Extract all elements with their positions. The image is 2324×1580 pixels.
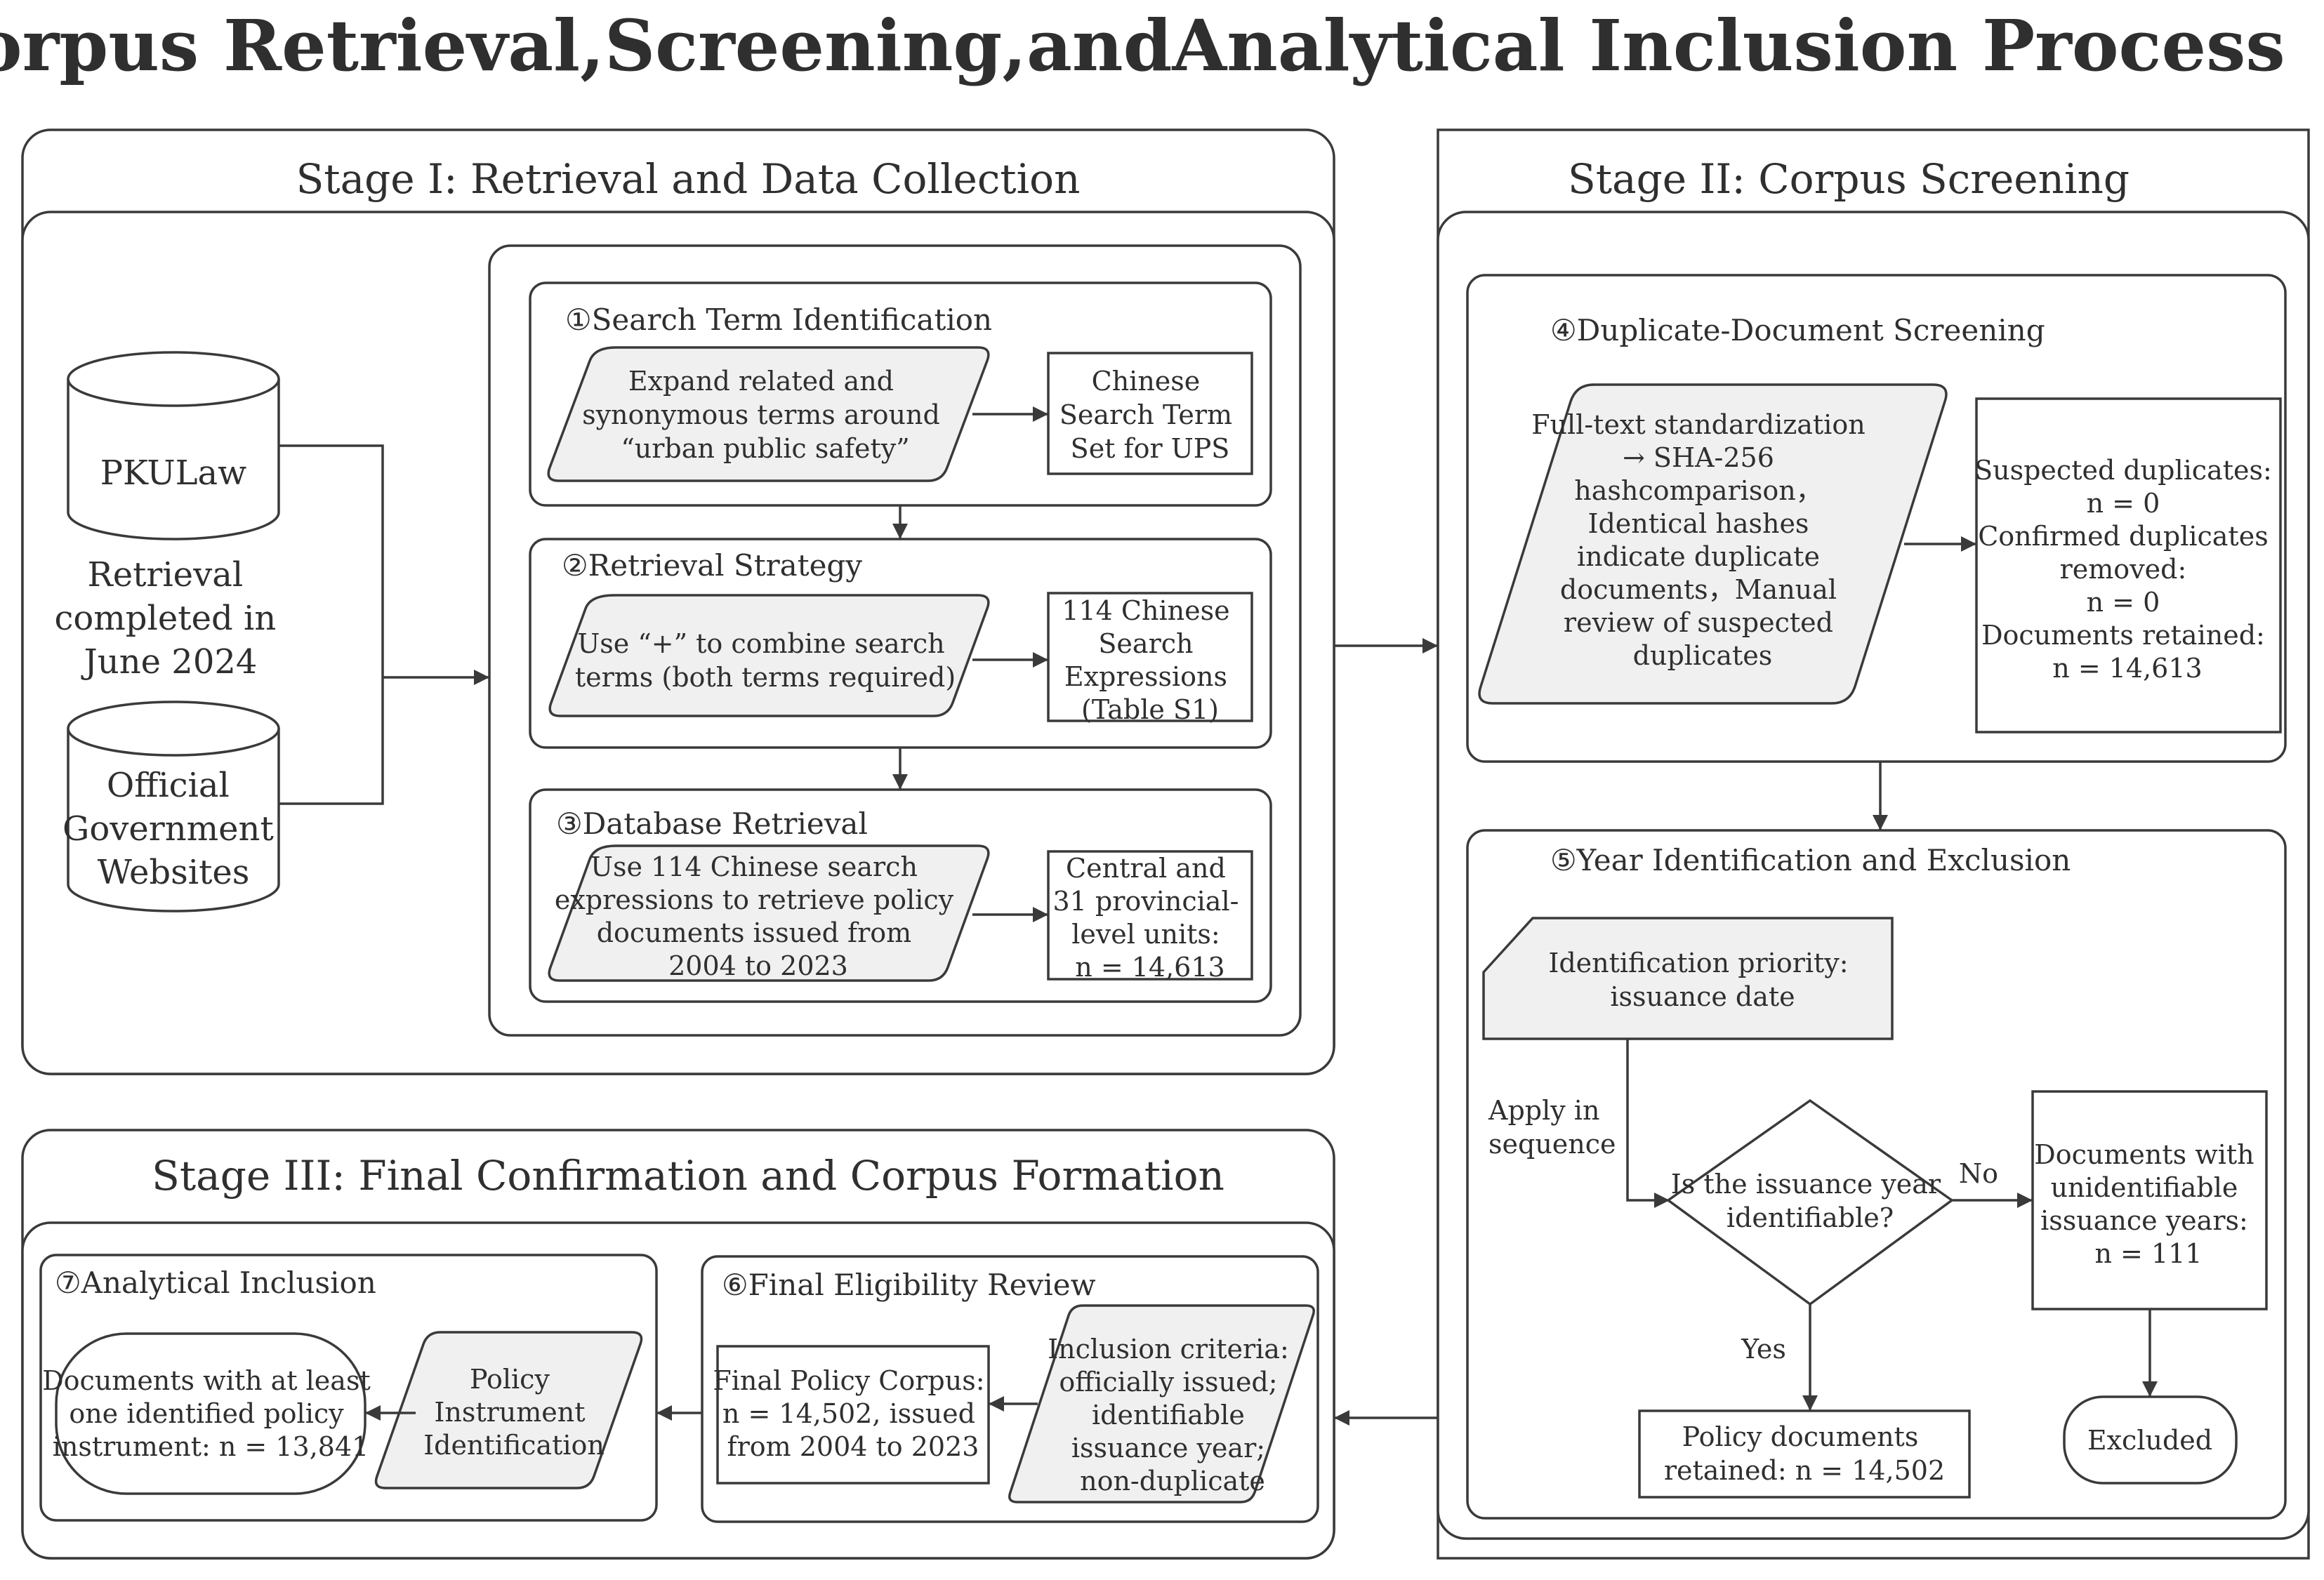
step-3-title: ③Database Retrieval [556,806,868,841]
step-7-analytical-inclusion: ⑦Analytical Inclusion Policy Instrument … [39,1254,658,1522]
unidentifiable-years-box [2031,1090,2268,1310]
main-title: Corpus Retrieval,Screening,andAnalytical… [0,4,2285,87]
decision-no-label: No [1959,1158,1998,1189]
step-4-output-text: Suspected duplicates: n = 0 Confirmed du… [1974,455,2280,684]
issuance-year-decision-text: Is the issuance year identifiable? [1671,1169,1949,1233]
inclusion-criteria [1008,1304,1315,1503]
step-4-process-text: Full-text standardization → SHA-256 hash… [1531,409,1874,671]
step-1-search-term-identification: ①Search Term Identification Expand relat… [529,281,1272,507]
database-pkulaw: PKULaw [67,351,280,540]
step-2-title: ②Retrieval Strategy [562,548,862,583]
step-4-duplicate-screening: ④Duplicate-Document Screening Full-text … [1466,274,2287,763]
step-5-title: ⑤Year Identification and Exclusion [1550,843,2071,877]
policy-instrument-identification [374,1331,643,1489]
step-5-year-identification: ⑤Year Identification and Exclusion Ident… [1466,829,2287,1520]
step-6-final-eligibility-review: ⑥Final Eligibility Review Inclusion crit… [701,1255,1319,1523]
stage-1-panel: Stage I: Retrieval and Data Collection P… [21,128,1335,1075]
step-3-output-text: Central and 31 provincial- level units: … [1052,853,1247,983]
final-policy-corpus-text: Final Policy Corpus: n = 14,502, issued … [713,1365,993,1462]
policy-instrument-text: Policy Instrument Identification [423,1364,605,1461]
excluded-text: Excluded [2087,1425,2212,1456]
step-4-title: ④Duplicate-Document Screening [1550,313,2045,347]
decision-yes-label: Yes [1741,1334,1786,1365]
step-7-title: ⑦Analytical Inclusion [55,1266,376,1300]
inclusion-criteria-text: Inclusion criteria: officially issued; i… [1048,1334,1298,1496]
step-2-process [548,594,990,717]
analytical-inclusion-result-text: Documents with at least one identified p… [42,1365,379,1462]
step-1-output-text: Chinese Search Term Set for UPS [1059,366,1241,464]
step-3-process [548,844,990,982]
stage-3-panel: Stage III: Final Confirmation and Corpus… [21,1129,1335,1560]
stage-2-panel: Stage II: Corpus Screening ④Duplicate-Do… [1437,128,2310,1560]
step-3-output [1047,850,1253,981]
step-2-retrieval-strategy: ②Retrieval Strategy Use “+” to combine s… [529,538,1272,749]
retrieval-date-note: Retrieval completed in June 2024 [55,555,287,682]
step-2-process-text: Use “+” to combine search terms (both te… [575,628,956,693]
step-1-output [1047,352,1253,475]
step-3-process-text: Use 114 Chinese search expressions to re… [555,851,962,981]
database-pkulaw-label: PKULaw [100,453,246,493]
step-1-process-text: Expand related and synonymous terms arou… [582,366,949,464]
retained-documents-box [1638,1409,1971,1499]
step-1-title: ①Search Term Identification [565,303,992,337]
stage-2-title: Stage II: Corpus Screening [1568,155,2130,203]
excluded-terminal [2063,1395,2238,1485]
database-government-label: Official Government Websites [62,766,284,892]
step-2-output [1047,592,1253,722]
step-2-output-text: 114 Chinese Search Expressions (Table S1… [1062,595,1238,725]
retained-documents-text: Policy documents retained: n = 14,502 [1664,1421,1945,1486]
final-policy-corpus [716,1345,990,1485]
unidentifiable-years-text: Documents with unidentifiable issuance y… [2034,1139,2262,1269]
stage-3-title: Stage III: Final Confirmation and Corpus… [152,1152,1224,1200]
step-4-process [1478,383,1948,705]
step-4-output [1975,397,2282,733]
apply-in-sequence-label: Apply in sequence [1488,1095,1616,1160]
step-3-database-retrieval: ③Database Retrieval Use 114 Chinese sear… [529,788,1272,1003]
database-government-websites: Official Government Websites [62,701,284,912]
identification-priority-text: Identification priority: issuance date [1548,948,1856,1012]
step-6-title: ⑥Final Eligibility Review [722,1268,1096,1302]
analytical-inclusion-result [55,1332,367,1495]
identification-priority [1482,917,1894,1040]
stage-1-title: Stage I: Retrieval and Data Collection [296,155,1081,203]
step-1-process [547,346,990,482]
